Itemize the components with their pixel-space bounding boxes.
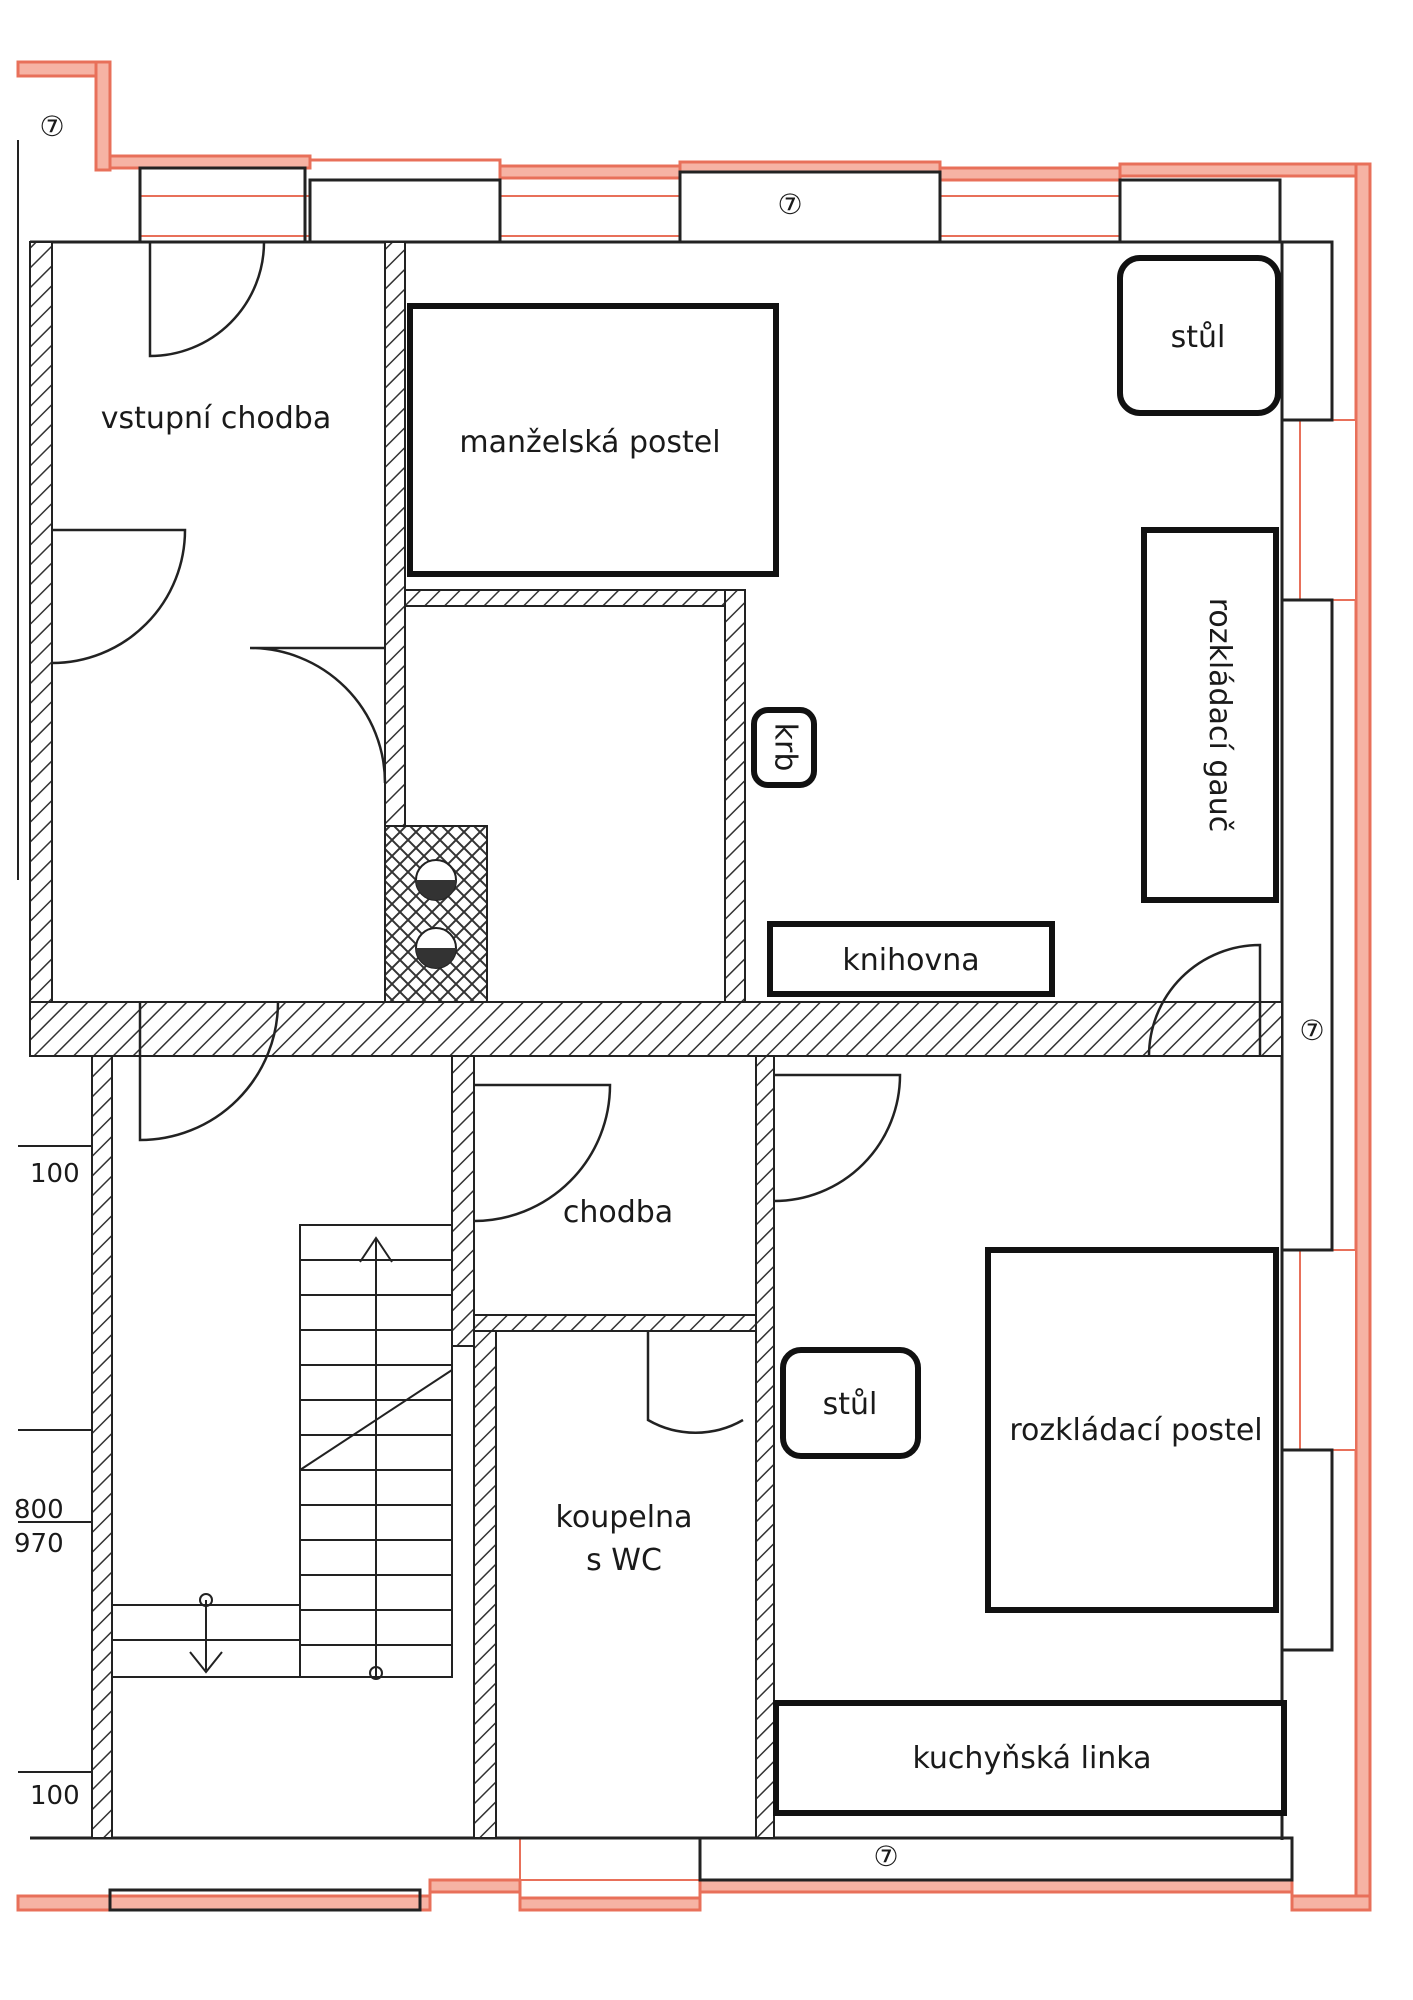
double-bed [407,303,779,577]
left-fragments [17,140,92,1773]
label-bookcase: knihovna [842,943,979,978]
doors [51,241,1262,1434]
fireplace [751,707,817,788]
table-bottom [780,1347,921,1459]
dimension-4: 100 [30,1781,80,1811]
label-kitchen-unit: kuchyňská linka [912,1741,1151,1776]
marker-right: ⑦ [1299,1014,1324,1047]
sofa-bed [1141,527,1279,903]
label-double-bed: manželská postel [459,425,720,460]
table-top [1117,255,1281,416]
marker-top-left: ⑦ [39,110,64,143]
label-table-bottom: stůl [823,1387,878,1422]
room-label-bathroom-line1: koupelna [556,1500,693,1535]
outer-wall [16,60,1372,1912]
section-markers: ⑦ ⑦ ⑦ ⑦ [39,110,1324,1873]
label-folding-bed: rozkládací postel [1009,1413,1262,1448]
furniture [407,255,1287,1816]
bookcase [767,921,1055,997]
marker-top-middle: ⑦ [777,188,802,221]
room-label-corridor: chodba [563,1195,673,1230]
hatched-walls [29,241,1283,1839]
label-sofa-bed: rozkládací gauč [1202,598,1237,833]
dimension-1: 100 [30,1159,80,1189]
dimension-2: 800 [14,1495,64,1525]
folding-bed [985,1247,1279,1613]
chimney [384,825,488,1003]
room-label-bathroom-line2: s WC [586,1543,662,1578]
label-fireplace: krb [768,723,803,772]
staircase [112,1224,453,1680]
kitchen-unit [773,1700,1287,1816]
room-label-entrance-hall: vstupní chodba [101,401,331,436]
dimension-3: 970 [14,1529,64,1559]
marker-bottom: ⑦ [873,1840,898,1873]
label-table-top: stůl [1171,320,1226,355]
